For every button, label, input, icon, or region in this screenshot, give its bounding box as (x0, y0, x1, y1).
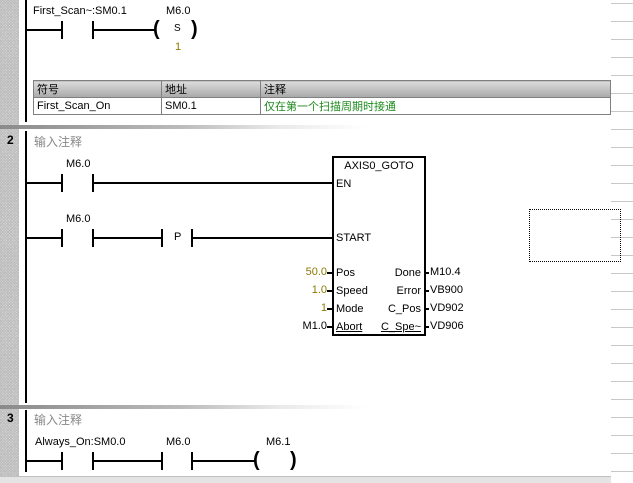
selection-cursor[interactable] (529, 209, 621, 262)
pin-speed: Speed (336, 285, 368, 297)
wire (27, 29, 63, 31)
coil-right-paren[interactable]: ) (290, 449, 297, 471)
contact-label[interactable]: M6.0 (66, 158, 91, 170)
cell-address: SM0.1 (161, 97, 261, 115)
network-comment[interactable]: 输入注释 (34, 413, 83, 427)
pin-c-spe: C_Spe~ (380, 321, 421, 333)
pin-tick (424, 308, 429, 310)
horizontal-scrollbar[interactable] (0, 476, 611, 483)
contact-label[interactable]: First_Scan~:SM0.1 (33, 5, 127, 17)
wire (27, 182, 63, 184)
input-abort-value[interactable]: M1.0 (302, 320, 327, 332)
block-name: AXIS0_GOTO (344, 160, 414, 172)
input-pos-value[interactable]: 50.0 (305, 266, 327, 278)
coil-right-paren[interactable]: ) (191, 18, 198, 40)
coil-left-paren[interactable]: ( (153, 18, 160, 40)
symbol-table: 符号 地址 注释 First_Scan_On SM0.1 仅在第一个扫描周期时接… (33, 80, 611, 115)
wire (27, 237, 63, 239)
wire (92, 29, 156, 31)
col-comment: 注释 (260, 80, 611, 98)
coil-left-paren[interactable]: ( (253, 449, 260, 471)
wire (92, 460, 162, 462)
pin-start: START (336, 232, 372, 244)
cell-comment: 仅在第一个扫描周期时接通 (260, 97, 611, 115)
contact-label[interactable]: M6.0 (166, 436, 191, 448)
pin-tick (327, 272, 332, 274)
edge-left-bar[interactable] (161, 229, 163, 247)
network-separator (0, 125, 611, 129)
positive-edge-label: P (174, 231, 182, 243)
pin-pos: Pos (336, 267, 355, 279)
output-done-value[interactable]: M10.4 (430, 266, 461, 278)
network-gutter (0, 0, 19, 482)
pin-tick (424, 290, 429, 292)
network-number[interactable]: 2 (7, 133, 14, 147)
contact-left-bar[interactable] (61, 229, 63, 247)
pin-error: Error (396, 285, 421, 297)
input-mode-value[interactable]: 1 (320, 302, 327, 314)
contact-left-bar[interactable] (61, 21, 63, 39)
contact-left-bar[interactable] (161, 452, 163, 470)
coil-label[interactable]: M6.0 (166, 5, 191, 17)
function-block[interactable]: AXIS0_GOTO EN START Pos Speed Mode Abort… (332, 156, 426, 336)
wire (92, 237, 162, 239)
pin-tick (424, 326, 429, 328)
output-error-value[interactable]: VB900 (430, 284, 464, 296)
table-row: First_Scan_On SM0.1 仅在第一个扫描周期时接通 (33, 97, 611, 115)
contact-label[interactable]: M6.0 (66, 213, 91, 225)
network-number[interactable]: 3 (7, 411, 14, 425)
pin-mode: Mode (336, 303, 364, 315)
contact-label[interactable]: Always_On:SM0.0 (35, 436, 126, 448)
pin-tick (327, 290, 332, 292)
contact-left-bar[interactable] (61, 174, 63, 192)
wire (27, 460, 63, 462)
col-symbol: 符号 (33, 80, 162, 98)
contact-left-bar[interactable] (61, 452, 63, 470)
network-comment[interactable]: 输入注释 (34, 135, 83, 149)
input-speed-value[interactable]: 1.0 (311, 284, 327, 296)
pin-tick (327, 326, 332, 328)
cell-symbol: First_Scan_On (33, 97, 162, 115)
pin-abort: Abort (336, 321, 363, 333)
coil-label[interactable]: M6.1 (266, 436, 291, 448)
coil-type: S (174, 23, 181, 34)
wire (191, 460, 256, 462)
wire (191, 237, 333, 239)
output-c-pos-value[interactable]: VD902 (430, 302, 464, 314)
power-rail (25, 131, 27, 403)
output-c-spe-value[interactable]: VD906 (430, 320, 464, 332)
power-rail (25, 0, 27, 122)
coil-count[interactable]: 1 (175, 41, 182, 53)
pin-tick (327, 308, 332, 310)
pin-done: Done (394, 267, 421, 279)
wire (92, 182, 333, 184)
vertical-ruler (611, 0, 633, 482)
pin-c-pos: C_Pos (387, 303, 421, 315)
power-rail (25, 410, 27, 472)
col-address: 地址 (161, 80, 261, 98)
pin-tick (424, 272, 429, 274)
pin-en: EN (336, 178, 352, 190)
network-separator (0, 405, 611, 409)
